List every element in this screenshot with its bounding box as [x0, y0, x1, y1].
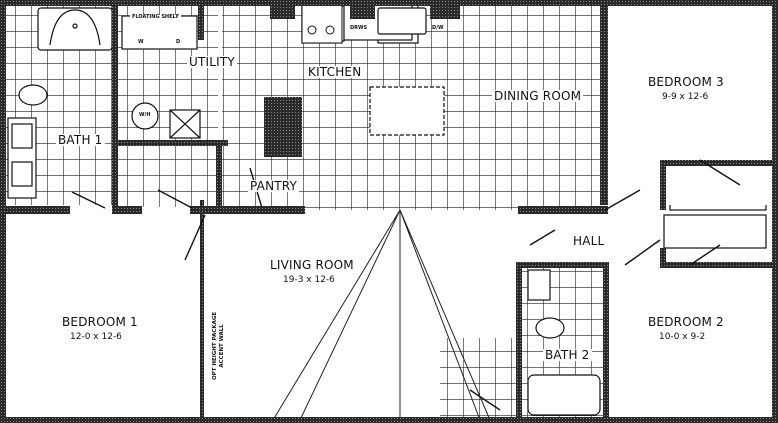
room-label-utility: UTILITY	[187, 55, 237, 69]
label-floating-shelf: FLOATING SHELF	[130, 14, 182, 20]
room-dims-living-room: 19-3 x 12-6	[283, 275, 335, 285]
accent-wall-line-2: ACCENT WALL	[218, 324, 225, 368]
room-label-pantry: PANTRY	[248, 179, 300, 193]
room-label-kitchen: KITCHEN	[306, 65, 364, 79]
room-label-dining-room: DINING ROOM	[492, 89, 584, 103]
accent-wall-line-1: OPT HEIGHT PACKAGE	[212, 311, 218, 380]
room-label-bedroom-3: BEDROOM 3	[648, 75, 724, 89]
sightlines	[272, 209, 491, 421]
room-label-living-room: LIVING ROOM	[270, 258, 354, 272]
kitchen-appliances	[264, 4, 460, 157]
room-label-bedroom-2: BEDROOM 2	[648, 315, 724, 329]
room-dims-bedroom-1: 12-0 x 12-6	[70, 332, 122, 342]
label-washer: W	[138, 39, 144, 45]
room-label-hall: HALL	[573, 234, 605, 248]
label-drawers: DRWS	[350, 25, 368, 31]
label-water-heater: W/H	[139, 112, 151, 118]
room-label-bath-2: BATH 2	[543, 348, 592, 362]
room-label-bedroom-1: BEDROOM 1	[62, 315, 138, 329]
room-dims-bedroom-2: 10-0 x 9-2	[659, 332, 706, 342]
room-dims-bedroom-3: 9-9 x 12-6	[662, 92, 709, 102]
room-label-bath-1: BATH 1	[56, 133, 105, 147]
label-dryer: D	[176, 39, 181, 45]
carpeted-areas	[8, 5, 770, 420]
label-dishwasher: D/W	[432, 25, 444, 31]
label-accent-wall: OPT HEIGHT PACKAGE ACCENT WALL	[212, 312, 225, 380]
